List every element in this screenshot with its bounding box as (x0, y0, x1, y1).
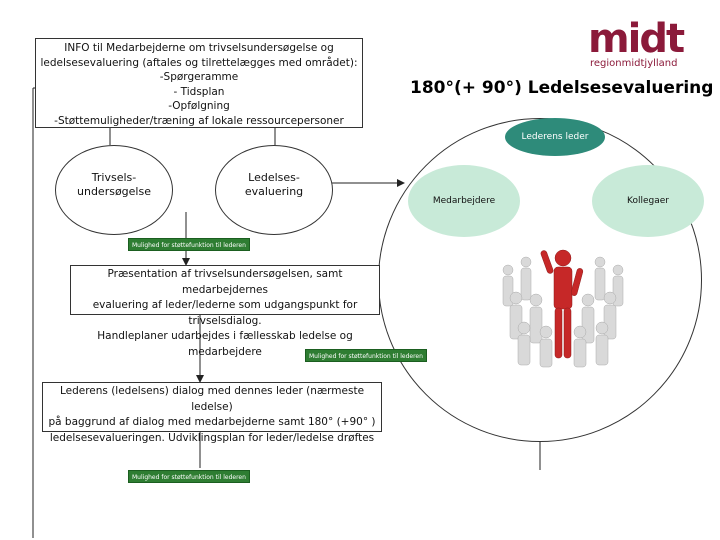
ellipse-label: Ledelses-evaluering (244, 171, 304, 198)
top-node-label: Lederens leder (521, 132, 589, 142)
svg-text:regionmidtjylland: regionmidtjylland (590, 58, 677, 69)
right-node-label: Kollegaer (627, 196, 669, 206)
info-line: - Tidsplan (173, 85, 225, 98)
support-label-3: Mulighed for støttefunktion til lederen (128, 470, 250, 483)
info-line: -Opfølgning (168, 100, 230, 113)
presentation-line: Handleplaner udarbejdes i fællesskab led… (97, 330, 353, 358)
region-logo: midt regionmidtjylland (586, 14, 698, 70)
info-line: ledelsesevaluering (aftales og tilrettel… (40, 56, 358, 69)
info-box: INFO til Medarbejderne om trivselsunders… (35, 38, 363, 128)
support-label-1: Mulighed for støttefunktion til lederen (128, 238, 250, 251)
circle-top-node: Lederens leder (505, 118, 605, 156)
info-line: INFO til Medarbejderne om trivselsunders… (64, 42, 334, 54)
support-label-2: Mulighed for støttefunktion til lederen (305, 349, 427, 362)
people-group-illustration (502, 249, 624, 368)
ellipse-label: Trivsels-undersøgelse (77, 171, 151, 198)
dialog-line: på baggrund af dialog med medarbejderne … (48, 416, 376, 428)
presentation-line: Præsentation af trivselsundersøgelsen, s… (107, 268, 343, 296)
ellipse-trivselsundersoegelse: Trivsels-undersøgelse (55, 145, 173, 235)
ellipse-ledelsesevaluering: Ledelses-evaluering (215, 145, 333, 235)
circle-left-node: Medarbejdere (408, 165, 520, 237)
dialog-line: ledelsesevalueringen. Udviklingsplan for… (49, 431, 375, 444)
presentation-line: evaluering af leder/lederne som udgangsp… (92, 299, 358, 327)
dialog-box: Lederens (ledelsens) dialog med dennes l… (42, 382, 382, 444)
info-line: -Støttemuligheder/træning af lokale ress… (54, 114, 344, 127)
evaluation-title: 180°(+ 90°) Ledelsesevaluering (410, 78, 714, 98)
presentation-box: Præsentation af trivselsundersøgelsen, s… (70, 265, 380, 358)
dialog-line: Lederens (ledelsens) dialog med dennes l… (59, 385, 365, 413)
info-line: -Spørgeramme (159, 71, 239, 84)
circle-right-node: Kollegaer (592, 165, 704, 237)
svg-text:midt: midt (588, 16, 685, 62)
left-node-label: Medarbejdere (432, 196, 496, 206)
